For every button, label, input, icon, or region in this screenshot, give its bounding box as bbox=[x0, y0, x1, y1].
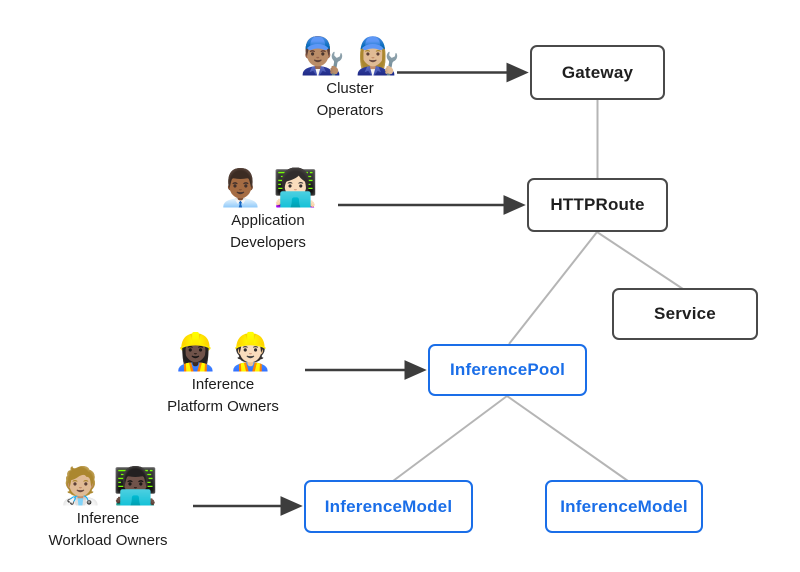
edge-httproute-inferencepool bbox=[508, 231, 598, 345]
cluster-operators-label-line1: Cluster bbox=[326, 80, 374, 97]
node-inferencemodel-right: InferenceModel bbox=[545, 480, 703, 533]
node-gateway: Gateway bbox=[530, 45, 665, 100]
node-inferencepool-label: InferencePool bbox=[449, 360, 566, 379]
node-inferencemodel-left-label: InferenceModel bbox=[324, 496, 453, 516]
inference-platform-owners-icon: 👷🏿‍♀️ 👷🏻 bbox=[173, 331, 273, 372]
persona-inference-platform-owners: 👷🏿‍♀️ 👷🏻 Inference Platform Owners bbox=[133, 330, 313, 418]
node-inferencemodel-right-label: InferenceModel bbox=[560, 496, 688, 516]
inference-platform-owners-label-line2: Platform Owners bbox=[167, 398, 279, 415]
persona-application-developers: 👨🏾‍💼 👩🏻‍💻 Application Developers bbox=[178, 166, 358, 254]
application-developers-label-line1: Application bbox=[231, 212, 305, 229]
node-inferencemodel-left: InferenceModel bbox=[304, 480, 473, 533]
node-httproute: HTTPRoute bbox=[527, 178, 668, 232]
inference-platform-owners-label-line1: Inference bbox=[191, 376, 255, 393]
edge-inferencepool-inferencemodel-right bbox=[506, 395, 629, 482]
inference-workload-owners-label-line2: Workload Owners bbox=[48, 532, 168, 549]
node-service-label: Service bbox=[654, 304, 716, 323]
node-gateway-label: Gateway bbox=[561, 62, 634, 82]
inference-workload-owners-label-line1: Inference bbox=[76, 510, 140, 527]
node-inferencepool: InferencePool bbox=[428, 344, 587, 396]
persona-cluster-operators: 👨🏽‍🔧 👩🏼‍🔧 Cluster Operators bbox=[260, 34, 440, 122]
inference-workload-owners-icon: 🧑🏼‍⚕️ 👨🏿‍💻 bbox=[58, 465, 158, 506]
node-service: Service bbox=[612, 288, 758, 340]
persona-inference-workload-owners: 🧑🏼‍⚕️ 👨🏿‍💻 Inference Workload Owners bbox=[18, 464, 198, 552]
application-developers-icon: 👨🏾‍💼 👩🏻‍💻 bbox=[218, 167, 318, 208]
cluster-operators-icon: 👨🏽‍🔧 👩🏼‍🔧 bbox=[300, 35, 400, 76]
edge-inferencepool-inferencemodel-left bbox=[392, 395, 508, 482]
node-httproute-label: HTTPRoute bbox=[550, 195, 645, 214]
application-developers-label-line2: Developers bbox=[230, 234, 306, 251]
cluster-operators-label-line2: Operators bbox=[316, 102, 384, 119]
edge-httproute-service bbox=[596, 231, 684, 290]
